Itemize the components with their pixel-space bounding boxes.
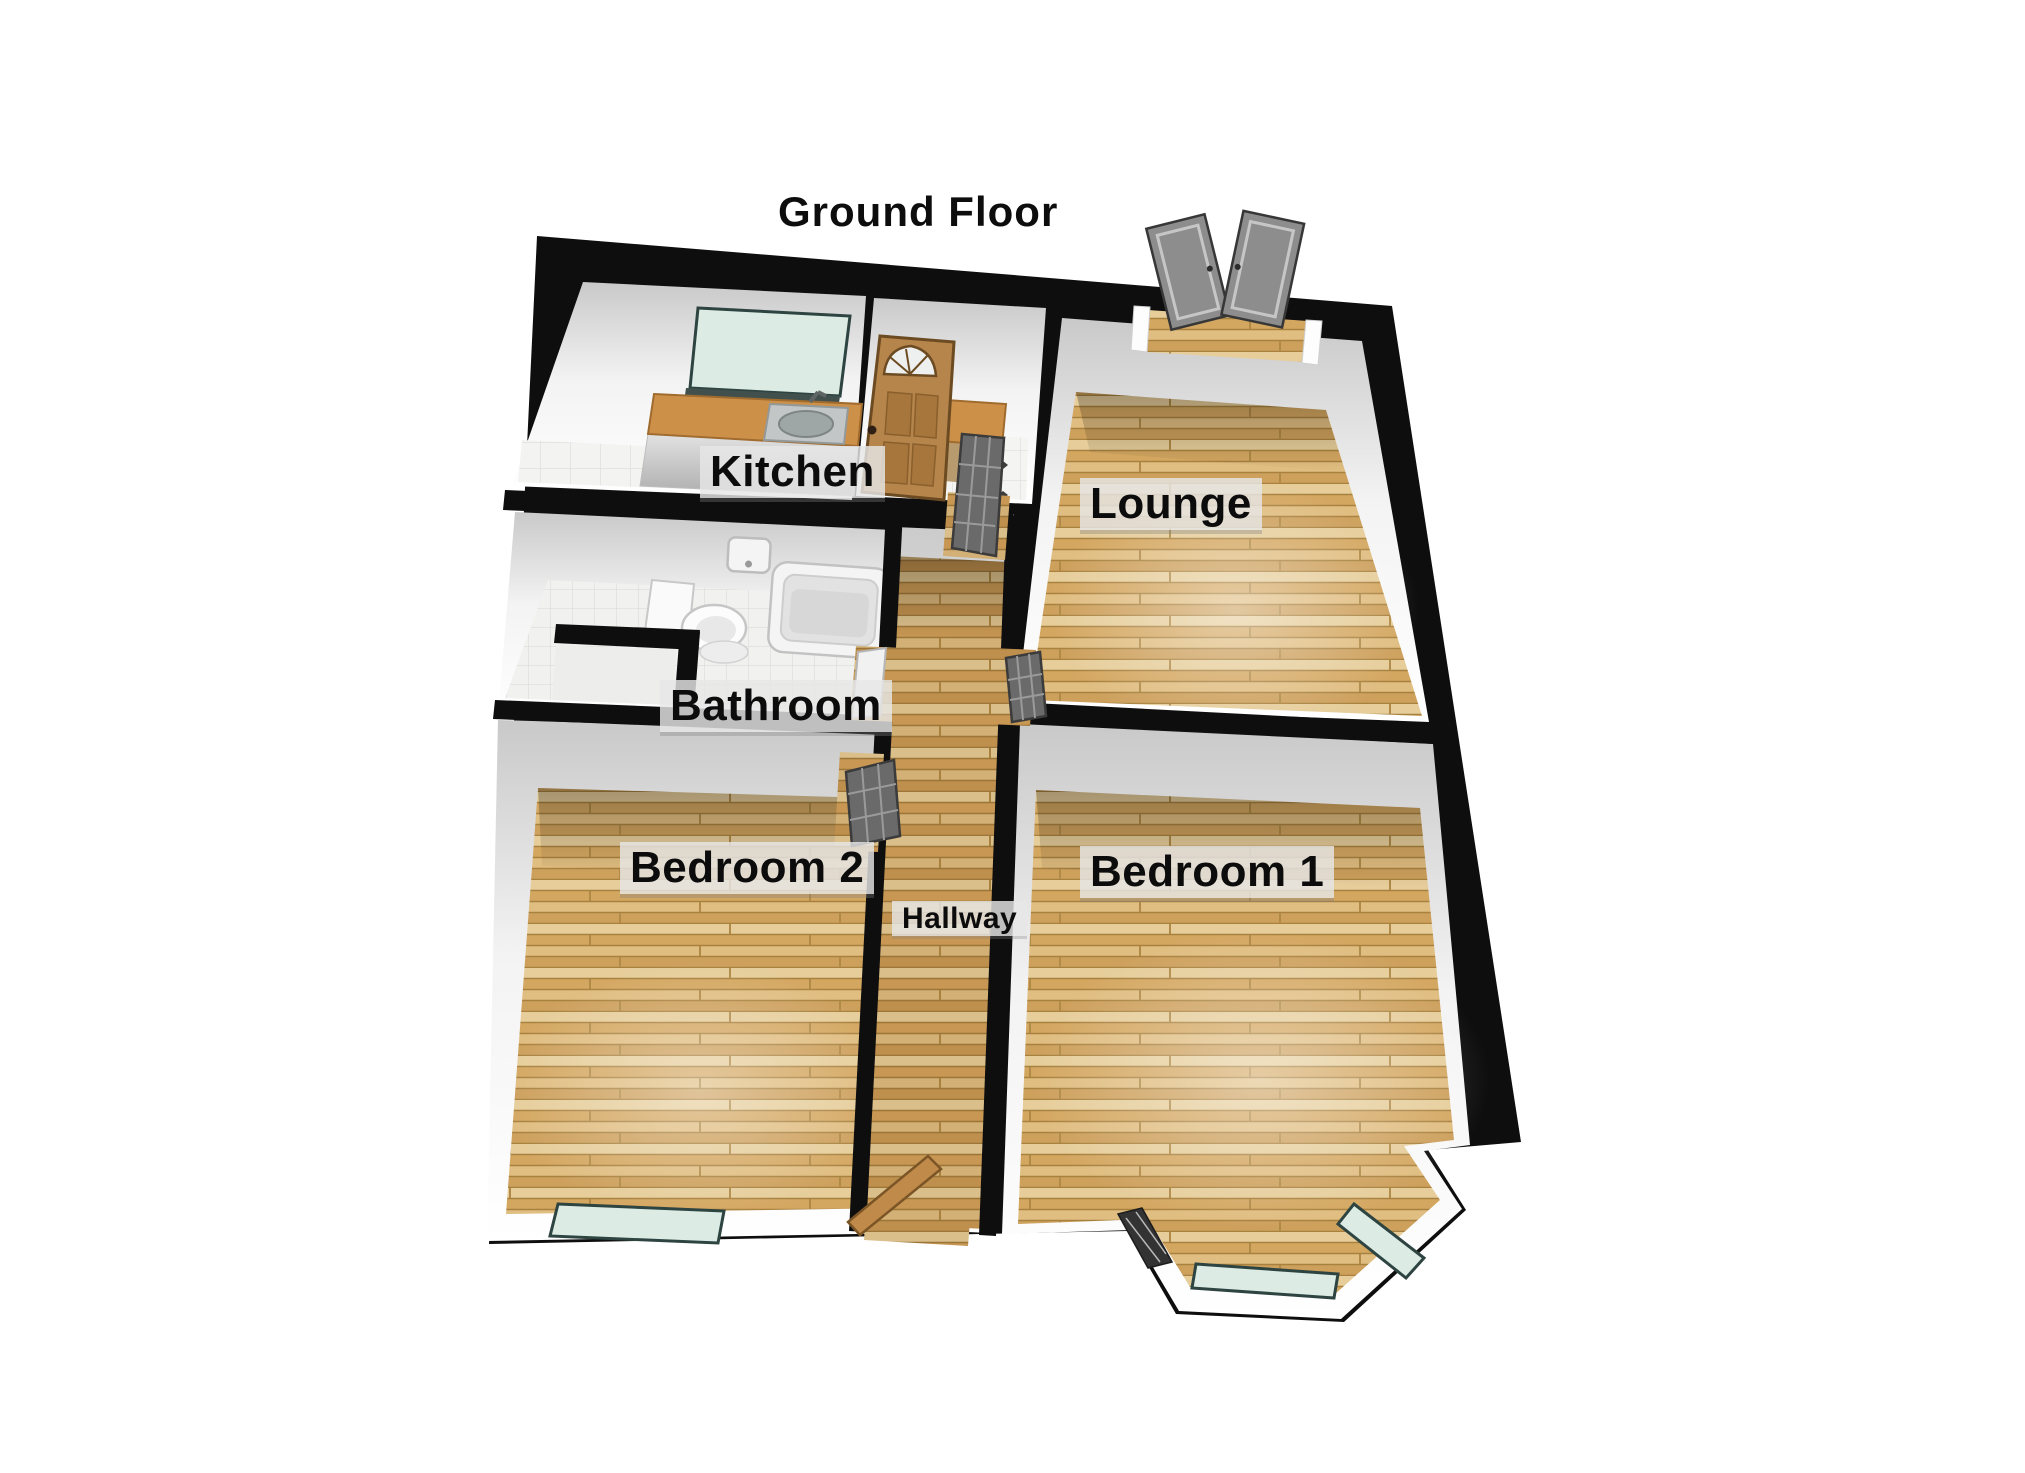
bedroom-1-floor-glow bbox=[1030, 930, 1490, 1230]
french-door-left bbox=[1144, 212, 1232, 332]
front-door bbox=[860, 334, 956, 502]
lounge-french-doors bbox=[1144, 209, 1306, 332]
front-door-fanlight-spokes bbox=[889, 348, 929, 375]
bedroom-1-door-grid bbox=[1007, 653, 1045, 721]
front-door-panel bbox=[880, 391, 939, 487]
lounge-floor-shade bbox=[1076, 392, 1345, 472]
french-door-right bbox=[1219, 209, 1306, 329]
toilet-base bbox=[699, 640, 749, 664]
room-label-hallway: Hallway bbox=[892, 901, 1028, 937]
entry-glazed-door-grid bbox=[953, 435, 1002, 554]
bedroom-1-open-door-lines bbox=[1125, 1211, 1167, 1263]
front-door-fanlight bbox=[882, 344, 938, 378]
room-label-kitchen: Kitchen bbox=[700, 446, 885, 498]
bathroom-niche-wall-h bbox=[554, 624, 700, 650]
wall-lounge-bedroom1 bbox=[1012, 702, 1437, 744]
bedroom-2-floor-glow bbox=[500, 960, 900, 1220]
front-door-handle bbox=[867, 425, 877, 435]
hallway-floor bbox=[864, 556, 1008, 1229]
bedroom-2-door bbox=[844, 758, 902, 848]
bathroom-niche-floor bbox=[552, 645, 676, 705]
doorway-rear bbox=[864, 1214, 970, 1246]
room-label-lounge: Lounge bbox=[1080, 478, 1262, 530]
bedroom-2-door-grid bbox=[847, 763, 899, 844]
french-door-right-panel bbox=[1230, 219, 1296, 319]
french-door-right-handle bbox=[1234, 263, 1241, 270]
room-bedroom-1 bbox=[1002, 724, 1490, 1319]
bedroom-2-window bbox=[548, 1202, 726, 1245]
bay-window-front bbox=[1190, 1262, 1340, 1300]
bay-window-side bbox=[1335, 1201, 1427, 1281]
lounge-door-jamb-left bbox=[1130, 305, 1151, 353]
room-label-bedroom-1: Bedroom 1 bbox=[1080, 846, 1335, 898]
plan-title: Ground Floor bbox=[778, 188, 1059, 235]
hallway-floor-shade bbox=[888, 556, 1008, 640]
bathtub-basin bbox=[789, 589, 869, 638]
bathtub bbox=[767, 560, 892, 660]
kitchen-window bbox=[688, 306, 852, 398]
bedroom-1-door bbox=[1004, 650, 1048, 724]
room-label-bathroom: Bathroom bbox=[660, 680, 892, 732]
toilet-seat bbox=[696, 616, 736, 644]
bedroom-1-open-door bbox=[1116, 1207, 1174, 1269]
lounge-floor-glow bbox=[1050, 480, 1420, 740]
kitchen-faucet bbox=[808, 390, 827, 404]
lounge-door-jamb-right bbox=[1301, 319, 1323, 366]
room-label-bedroom-2: Bedroom 2 bbox=[620, 842, 875, 894]
toilet bbox=[642, 578, 749, 664]
room-bathroom bbox=[499, 512, 892, 716]
bathroom-sink bbox=[726, 536, 772, 575]
rear-door bbox=[846, 1154, 943, 1237]
french-door-left-handle bbox=[1206, 265, 1213, 272]
kitchen-sink-basin bbox=[778, 410, 834, 438]
